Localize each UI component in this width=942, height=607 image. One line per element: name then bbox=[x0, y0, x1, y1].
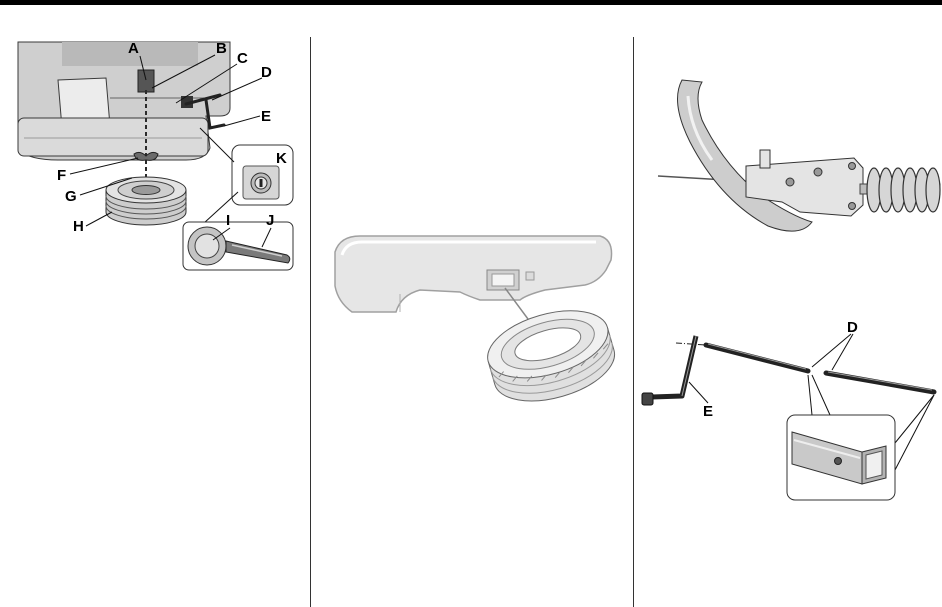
wheel-retainer-hook bbox=[678, 80, 813, 231]
callout-d-rods: D bbox=[847, 319, 858, 336]
extension-rod-1 bbox=[706, 345, 808, 371]
hoist-access-latch bbox=[138, 70, 154, 92]
callout-e-handle: E bbox=[703, 403, 713, 420]
spare-tire-hoist-figure: A B C D E F G H I J K bbox=[18, 40, 293, 270]
callout-k: K bbox=[276, 150, 287, 167]
top-rule bbox=[0, 0, 942, 5]
hoist-hook-figure bbox=[658, 80, 940, 231]
rod-end-inset bbox=[787, 415, 895, 500]
rod-pin-hole bbox=[835, 458, 842, 465]
jack-handle-extensions-figure: D E bbox=[642, 319, 934, 500]
key-tool-inset bbox=[183, 222, 293, 270]
extension-rod-2 bbox=[826, 373, 934, 392]
callout-c: C bbox=[237, 50, 248, 67]
spare-tire bbox=[106, 177, 186, 225]
rear-bumper bbox=[18, 118, 208, 156]
callout-b: B bbox=[216, 40, 227, 57]
callout-g: G bbox=[65, 188, 77, 205]
callout-f: F bbox=[57, 167, 66, 184]
jack-handle-socket bbox=[642, 393, 653, 405]
vehicle-underbody bbox=[335, 236, 612, 312]
callout-h: H bbox=[73, 218, 84, 235]
tire-under-vehicle-figure bbox=[335, 236, 622, 413]
callout-e: E bbox=[261, 108, 271, 125]
callout-i: I bbox=[226, 212, 230, 229]
callout-d: D bbox=[261, 64, 272, 81]
callout-a: A bbox=[128, 40, 139, 57]
retainer-spring bbox=[867, 168, 940, 212]
lowered-spare-tire bbox=[480, 298, 622, 413]
callout-j: J bbox=[266, 212, 274, 229]
jack-handle bbox=[652, 336, 696, 397]
